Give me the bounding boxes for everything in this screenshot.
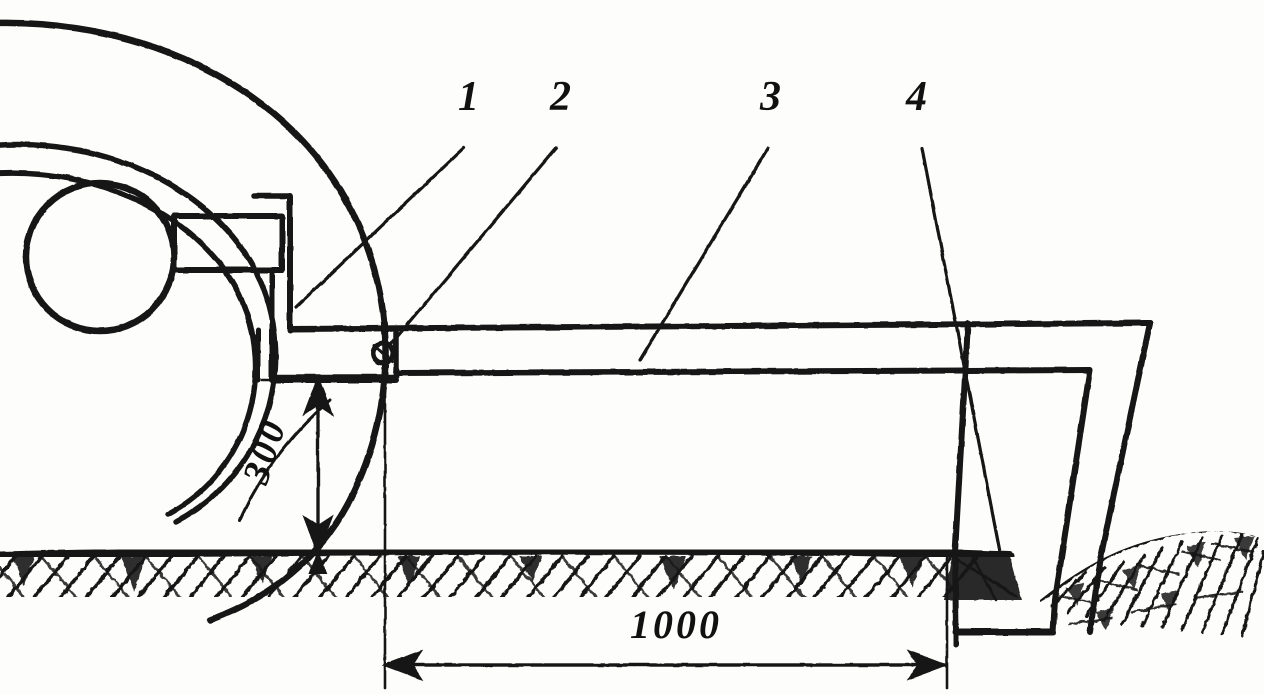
leader-line-3	[638, 146, 770, 362]
dimension-300	[238, 374, 334, 592]
axle-mount-assembly	[171, 193, 399, 383]
callout-label-2: 2	[550, 74, 572, 120]
wheel-hub	[22, 179, 178, 335]
ground-surface	[0, 545, 1015, 597]
beam-bottom-edge	[393, 367, 1093, 376]
callout-label-3: 3	[760, 74, 782, 120]
callout-leader-lines	[294, 146, 1002, 554]
dim-300-leader	[238, 398, 332, 522]
pivot-bolt-mark	[372, 343, 394, 364]
frame-front-upright	[269, 327, 399, 383]
pivot-bolt-circle	[370, 340, 396, 366]
ground-hatching	[0, 554, 980, 597]
beam-top-edge	[287, 320, 1153, 332]
main-beam	[269, 320, 1153, 380]
axle-housing-box	[171, 213, 285, 273]
pivot-bolt	[370, 340, 396, 366]
ground-line	[0, 545, 1015, 561]
leader-line-1	[294, 146, 466, 309]
leader-line-2	[384, 146, 558, 352]
callout-label-4: 4	[906, 74, 928, 120]
leader-line-4	[920, 146, 1002, 554]
dimension-1000	[381, 370, 949, 690]
dimension-label-1000: 1000	[630, 602, 722, 647]
callout-label-1: 1	[458, 74, 480, 120]
tractor-wheel	[0, 19, 389, 624]
soil-mound	[1040, 531, 1264, 638]
blade-rear-face	[1050, 367, 1093, 635]
rim-arc-inner	[0, 170, 259, 517]
rim-arc-outer	[0, 141, 279, 525]
